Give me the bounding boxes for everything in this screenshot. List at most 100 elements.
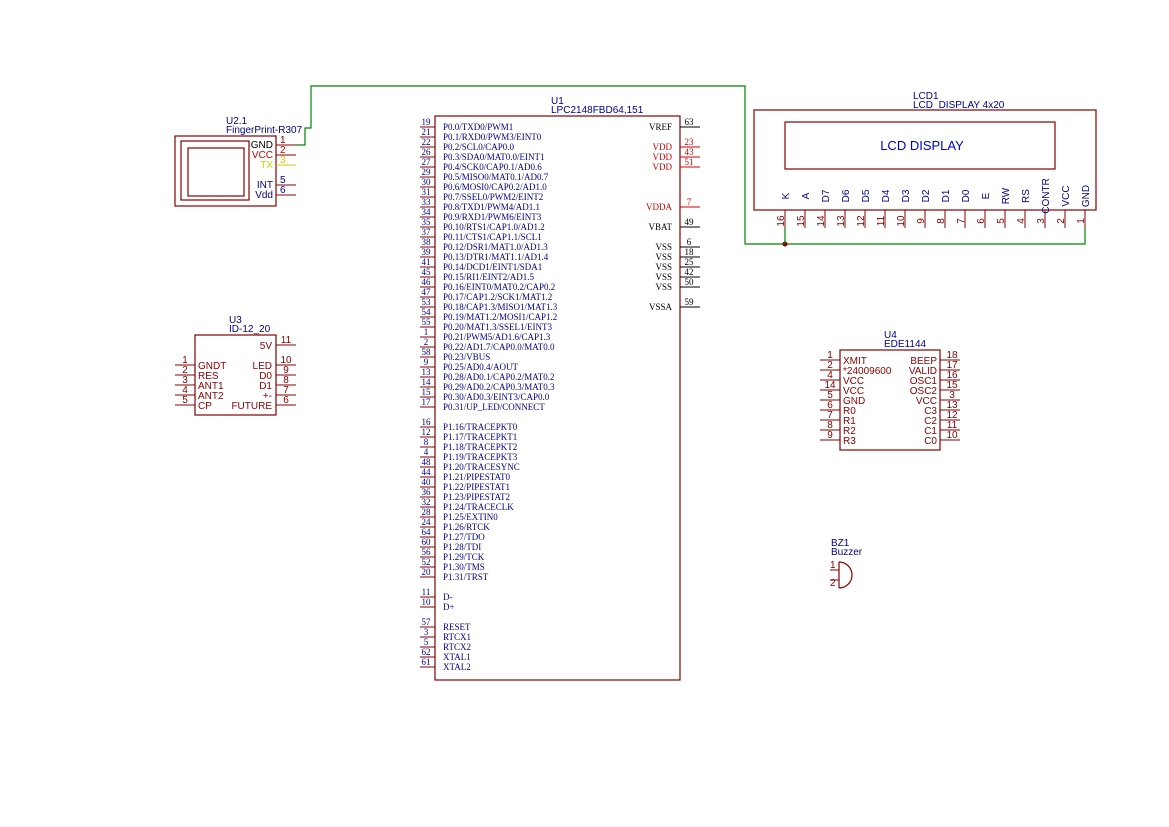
u1-pin-name: P1.26/RTCK [443,522,490,532]
u2-pin-num: 3 [280,155,286,166]
u1-pin-name: P0.2/SCL0/CAP0.0 [443,142,515,152]
u1-pin-num: 30 [422,177,432,187]
u1-pin-num: 44 [422,467,432,477]
u3-pin-name: GNDT [198,361,226,372]
u1-pin-num: 3 [424,627,429,637]
u4-value: EDE1144 [884,339,927,350]
lcd-display-module[interactable]: LCD1 LCD_DISPLAY 4x20 LCD DISPLAY K16A15… [753,91,1097,228]
u3-pin-name: LED [253,361,272,372]
u1-pin-name: P0.7/SSEL0/PWM2/EINT2 [443,192,543,202]
bz1-ref: BZ1 [831,538,850,549]
buzzer[interactable]: BZ1 Buzzer 1 2 [830,538,863,589]
u1-pin-name: P1.25/EXTIN0 [443,512,498,522]
fingerprint-sensor[interactable]: U2.1 FingerPrint-R307 GND VCC TX INT Vdd… [174,116,303,207]
u1-pin-name: P0.14/DCD1/EINT1/SDA1 [443,262,542,272]
u1-pin-num: 59 [685,297,695,307]
lcd-pin-name: D4 [881,189,892,202]
lcd-screen-text: LCD DISPLAY [880,138,964,153]
u3-pin-num: 4 [182,385,188,396]
u1-pin-num: 56 [422,547,432,557]
u3-pin-num: 11 [281,335,292,346]
u1-pin-name: P0.30/AD0.3/EINT3/CAP0.0 [443,392,550,402]
u1-pin-name: VDD [653,152,673,162]
u4-pin-num: 6 [827,400,833,411]
u4-pin-num: 5 [827,390,833,401]
u1-pin-num: 6 [687,237,692,247]
u3-pin-name: ANT2 [198,391,224,402]
u4-pin-num: 11 [947,420,958,431]
lcd-pin-num: 8 [936,218,947,224]
u1-pin-name: VSS [655,242,672,252]
u3-pin-num: 2 [182,365,188,376]
u1-pin-name: VSS [655,262,672,272]
u1-pin-name: XTAL2 [443,662,471,672]
u1-pin-num: 40 [422,477,432,487]
u4-pin-name: XMIT [843,356,867,367]
u1-pin-name: P0.21/PWM5/AD1.6/CAP1.3 [443,332,551,342]
lcd-pin-num: 6 [976,218,987,224]
u3-pin-num: 7 [283,385,289,396]
u4-pin-num: 1 [827,350,833,361]
lcd-pin-num: 16 [776,215,787,227]
u1-pin-name: VDD [653,142,673,152]
u1-pin-num: 12 [422,427,431,437]
lcd-pin-num: 15 [796,215,807,227]
u1-pin-name: D- [443,592,453,602]
u1-pin-name: P0.17/CAP1.2/SCK1/MAT1.2 [443,292,552,302]
u4-pin-name: C3 [924,406,937,417]
lcd-pin-name: A [801,192,812,199]
u1-pin-name: P1.28/TDI [443,542,481,552]
u1-pin-num: 57 [422,617,432,627]
u1-pin-name: P0.28/AD0.1/CAP0.2/MAT0.2 [443,372,555,382]
u1-pin-name: VSS [655,282,672,292]
u1-pin-name: P0.19/MAT1.2/MOSI1/CAP1.2 [443,312,557,322]
u4-pin-name: OSC2 [910,386,938,397]
lcd-pin-num: 7 [956,218,967,224]
u1-pin-name: VDD [653,162,673,172]
u1-pin-name: P0.6/MOSI0/CAP0.2/AD1.0 [443,182,547,192]
u4-pin-num: 13 [946,400,958,411]
u1-pin-num: 5 [424,637,429,647]
u1-pin-num: 36 [422,487,432,497]
u1-pin-name: VSS [655,272,672,282]
lcd-pin-num: 2 [1056,218,1067,224]
lcd-value: LCD_DISPLAY 4x20 [913,100,1005,111]
u1-pin-num: 14 [422,377,432,387]
u3-pin-name: RES [198,371,219,382]
u1-pin-name: VBAT [648,222,672,232]
lcd-pin-num: 5 [996,218,1007,224]
u1-pin-name: P0.31/UP_LED/CONNECT [443,402,545,412]
u1-pin-num: 9 [424,357,429,367]
u1-pin-name: VREF [649,122,672,132]
keypad-encoder-ede1144[interactable]: U4 EDE1144 1XMIT2*240096004VCC14VCC5GND6… [820,330,960,451]
u4-pin-name: BEEP [910,356,937,367]
u4-pin-num: 8 [827,420,833,431]
rfid-reader-id12[interactable]: U3 ID-12_20 1GNDT2RES3ANT14ANT25CP115V10… [175,315,296,416]
u2-value: FingerPrint-R307 [226,125,303,136]
u1-pin-name: P0.18/CAP1.3/MISO1/MAT1.3 [443,302,558,312]
lcd-pin-name: D6 [841,189,852,202]
u1-pin-num: 23 [685,137,695,147]
u4-pin-name: VCC [843,376,864,387]
lcd-pin-name: D3 [901,189,912,202]
u4-pin-name: C0 [924,436,937,447]
bz1-pin-num: 2 [830,578,836,589]
u1-pin-name: P0.15/RI1/EINT2/AD1.5 [443,272,534,282]
u4-pin-num: 9 [827,430,833,441]
u1-pin-num: 51 [685,157,694,167]
u1-pin-name: XTAL1 [443,652,471,662]
lcd-pin-name: VCC [1061,185,1072,206]
u3-pin-num: 10 [280,355,292,366]
u1-pin-name: P1.27/TDO [443,532,485,542]
u1-pin-name: VSS [655,252,672,262]
u1-pin-num: 1 [424,327,429,337]
u1-pin-num: 35 [422,217,432,227]
u4-pin-name: R2 [843,426,856,437]
u2-pin-name-tx: TX [260,160,273,171]
u1-pin-num: 38 [422,237,432,247]
u2-window-outer [180,140,250,201]
